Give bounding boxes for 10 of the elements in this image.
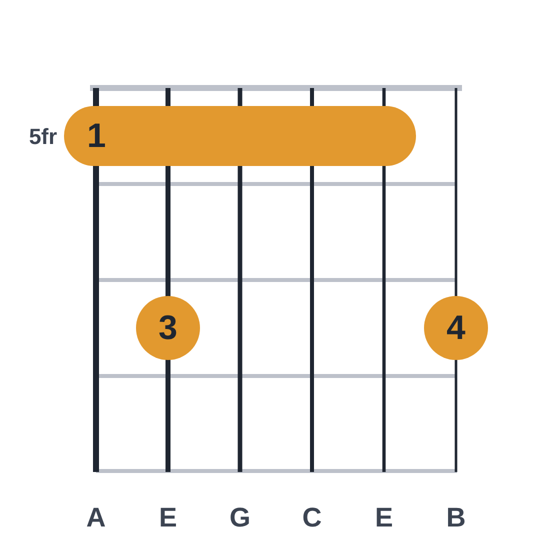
fret-number: 5fr	[28, 126, 58, 148]
string-name: A	[86, 504, 106, 532]
finger-number: 4	[446, 311, 466, 345]
string-name: E	[375, 504, 393, 532]
string-name: B	[446, 504, 466, 532]
finger-number: 1	[87, 119, 106, 153]
string-name: C	[302, 504, 322, 532]
finger-number: 3	[158, 311, 178, 345]
string-name: G	[230, 504, 250, 532]
string-name: E	[159, 504, 177, 532]
